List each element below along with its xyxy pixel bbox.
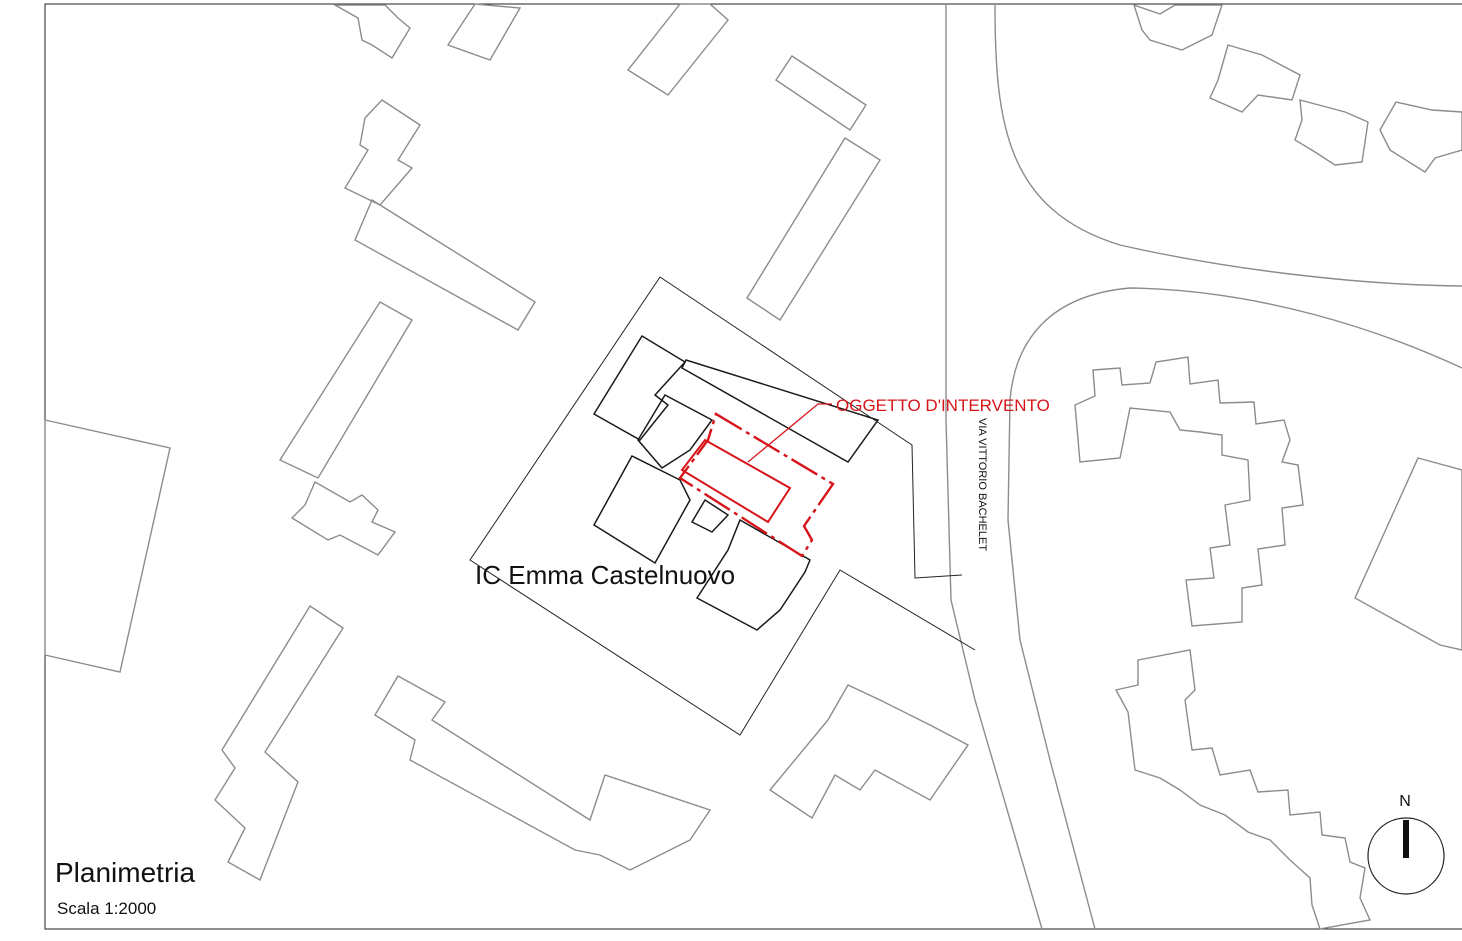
building (332, 4, 411, 59)
north-arrow-icon: N (1367, 793, 1445, 895)
intervention-area-outline (678, 412, 835, 558)
building (746, 137, 881, 321)
intervention-leader-line (747, 403, 832, 463)
road-edge-north-curve (994, 3, 1462, 287)
school-lot-boundary (469, 276, 976, 736)
building (1132, 3, 1223, 51)
building (446, 3, 522, 61)
building (626, 3, 729, 96)
school-building (695, 518, 811, 631)
street-label: VIA VITTORIO BACHELET (976, 418, 988, 551)
building (290, 481, 397, 556)
roads (945, 3, 1462, 930)
plan-scale: Scala 1:2000 (57, 899, 156, 918)
school-label: IC Emma Castelnuovo (475, 560, 735, 590)
building (768, 684, 970, 820)
plan-title: Planimetria (55, 857, 195, 888)
building (374, 675, 712, 871)
school-lot-boundary-east (659, 276, 963, 579)
road-edge-west (945, 4, 1043, 930)
building (1379, 101, 1462, 173)
building (214, 605, 344, 882)
intervention-label: OGGETTO D'INTERVENTO (836, 396, 1050, 415)
building (775, 55, 867, 131)
school-building (637, 394, 714, 469)
building (344, 99, 421, 206)
building (1074, 356, 1304, 627)
building (278, 301, 413, 479)
surrounding-buildings (44, 3, 1462, 930)
school-building (690, 498, 730, 533)
school-site (469, 276, 976, 736)
building (1114, 649, 1372, 930)
intervention-area-inner (680, 438, 792, 524)
school-building (592, 334, 687, 441)
road-edge-east-curve (1007, 287, 1462, 930)
north-label: N (1399, 793, 1411, 810)
building (1209, 44, 1301, 113)
building (44, 419, 171, 673)
school-building (681, 359, 880, 463)
building (1354, 457, 1462, 651)
building (1294, 99, 1369, 166)
building (354, 198, 536, 331)
school-building (593, 455, 691, 565)
